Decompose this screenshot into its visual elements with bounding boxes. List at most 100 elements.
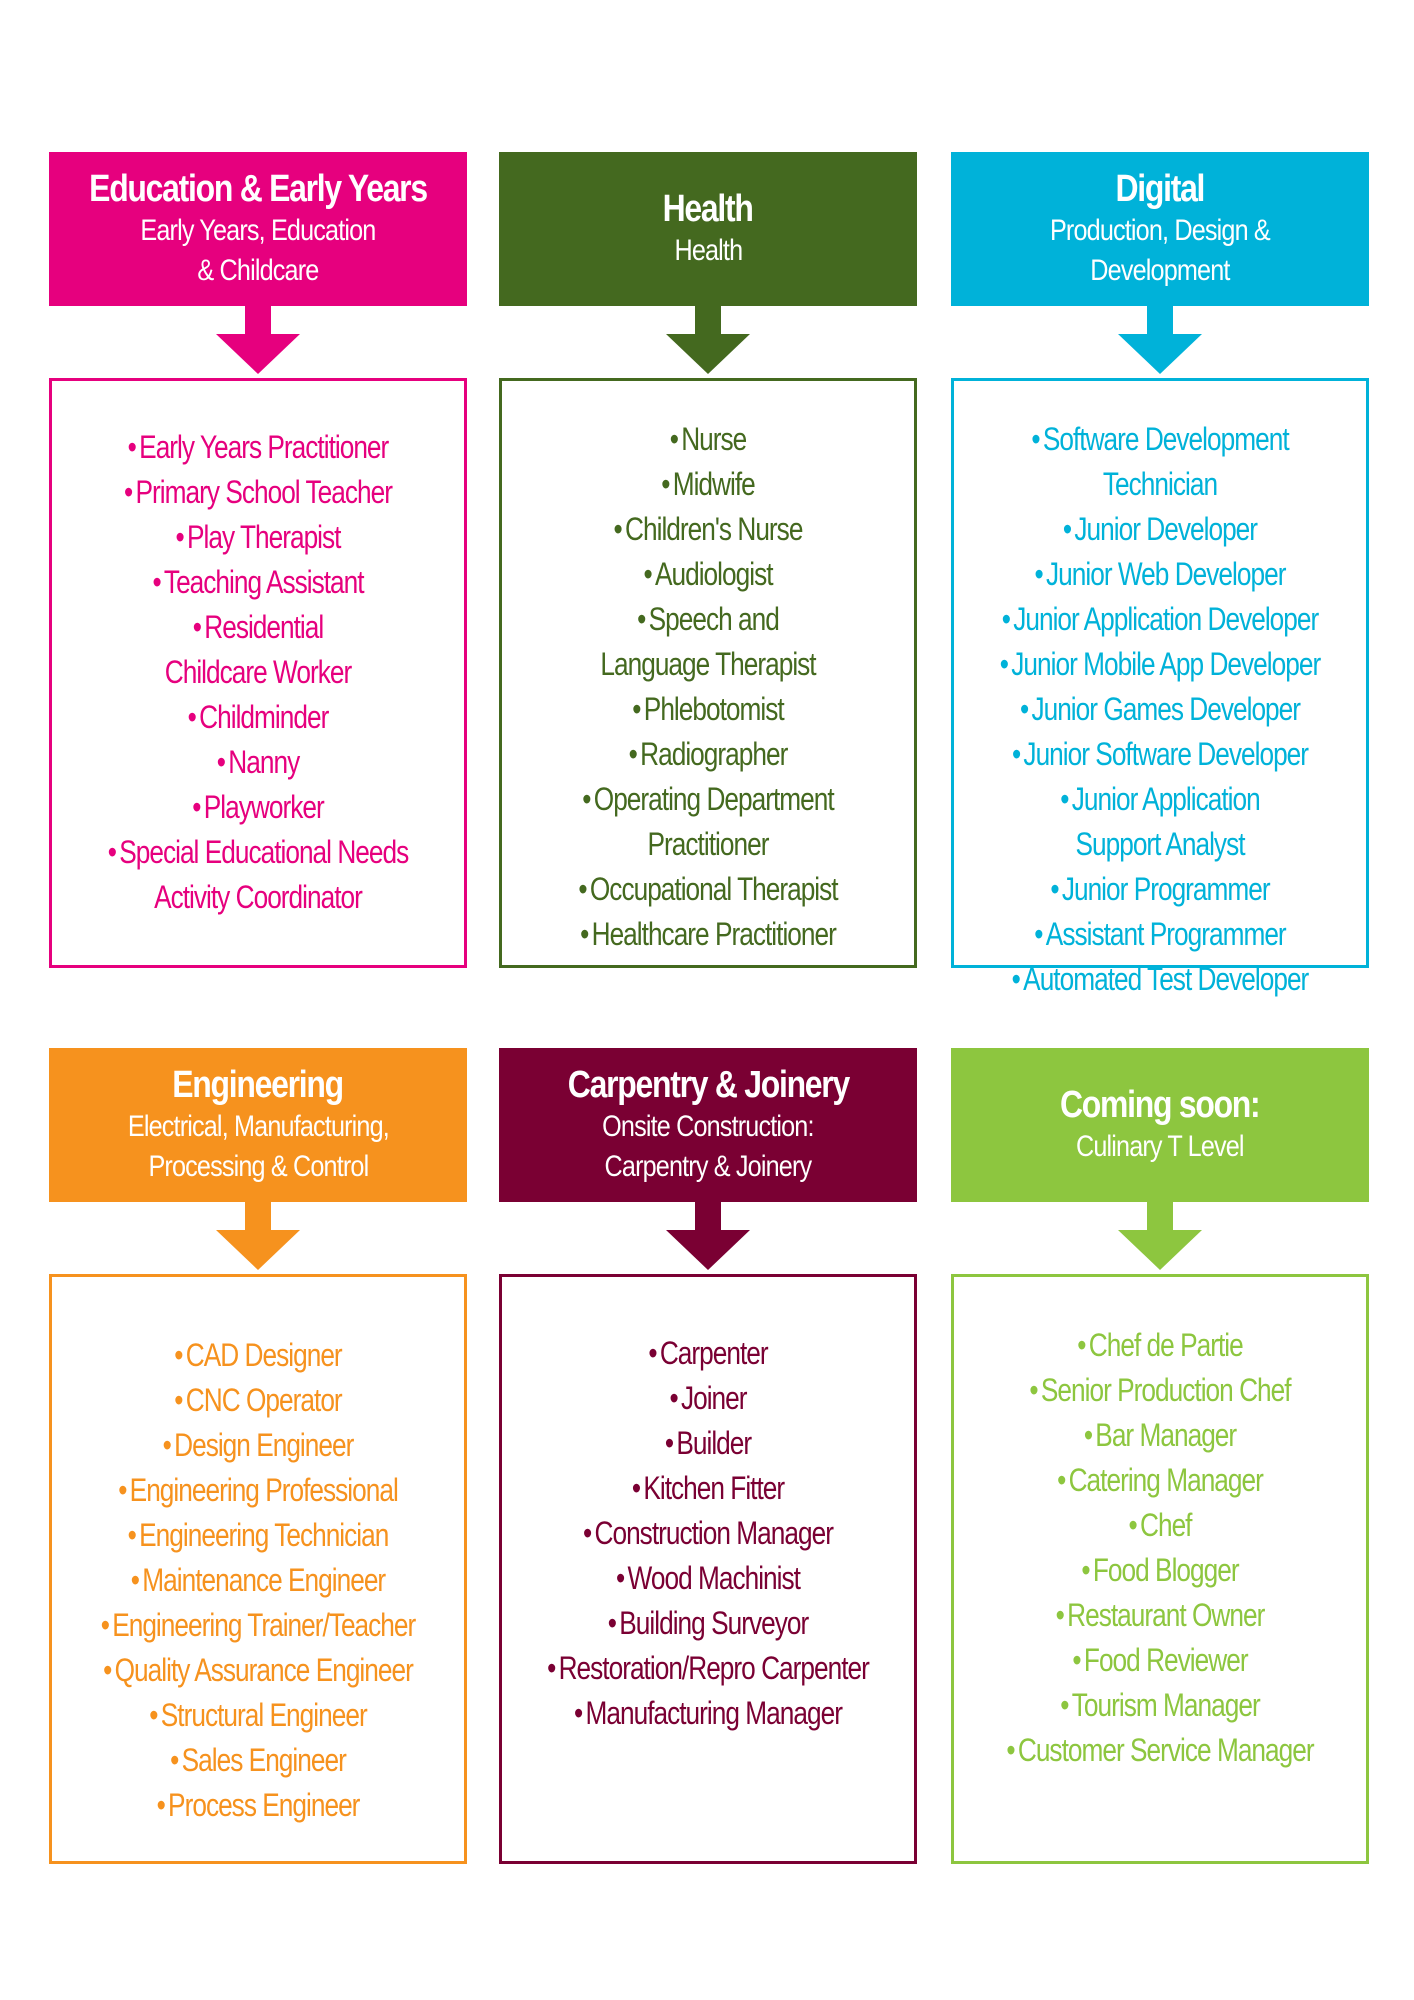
list-item: •Midwife — [539, 462, 877, 507]
list-item: •Chef de Partie — [991, 1323, 1329, 1368]
list-item: •Healthcare Practitioner — [539, 912, 877, 957]
bullet-icon: • — [1011, 736, 1021, 772]
list-item: •CNC Operator — [89, 1378, 427, 1423]
list-item: •Construction Manager — [539, 1511, 877, 1556]
bullet-icon: • — [669, 1380, 678, 1416]
arrow-shaft — [1147, 1202, 1173, 1232]
card-subtitle: Electrical, Manufacturing, Processing & … — [127, 1110, 389, 1183]
job-list: •Software Development Technician•Junior … — [954, 417, 1366, 1002]
list-item-label: Healthcare Practitioner — [591, 916, 837, 952]
list-item-label: Chef — [1139, 1507, 1192, 1543]
list-item-label: Residential Childcare Worker — [164, 609, 352, 690]
list-item: •CAD Designer — [89, 1333, 427, 1378]
list-item-label: Senior Production Chef — [1040, 1372, 1292, 1408]
list-item-label: Food Reviewer — [1083, 1642, 1249, 1678]
card-subtitle: Culinary T Level — [1076, 1130, 1245, 1163]
list-item-label: Assistant Programmer — [1045, 916, 1287, 952]
list-item: •Audiologist — [539, 552, 877, 597]
list-item-label: Customer Service Manager — [1017, 1732, 1315, 1768]
list-item-label: Engineering Technician — [139, 1517, 389, 1553]
list-item-label: Software Development Technician — [1042, 421, 1290, 502]
list-item: •Nanny — [89, 740, 427, 785]
bullet-icon: • — [152, 564, 161, 600]
bullet-icon: • — [643, 556, 652, 592]
bullet-icon: • — [574, 1695, 583, 1731]
list-item-label: Chef de Partie — [1088, 1327, 1244, 1363]
bullet-icon: • — [118, 1472, 127, 1508]
bullet-icon: • — [1034, 916, 1043, 952]
list-item-label: Kitchen Fitter — [643, 1470, 785, 1506]
bullet-icon: • — [637, 601, 646, 637]
bullet-icon: • — [607, 1605, 617, 1641]
bullet-icon: • — [127, 1517, 137, 1553]
arrow-head — [216, 334, 300, 374]
bullet-icon: • — [1062, 511, 1072, 547]
list-item-label: Maintenance Engineer — [142, 1562, 386, 1598]
down-arrow-icon — [666, 1202, 750, 1270]
card-title: Education & Early Years — [89, 168, 428, 210]
list-item: •Software Development Technician — [991, 417, 1329, 507]
list-item-label: Early Years Practitioner — [139, 429, 389, 465]
bullet-icon: • — [187, 699, 197, 735]
bullet-icon: • — [192, 609, 202, 645]
card-list-box-engineering: •CAD Designer•CNC Operator•Design Engine… — [49, 1274, 467, 1864]
list-item: •Maintenance Engineer — [89, 1558, 427, 1603]
list-item-label: Junior Application Developer — [1013, 601, 1319, 637]
list-item: •Catering Manager — [991, 1458, 1329, 1503]
card-list-box-carpentry: •Carpenter•Joiner•Builder•Kitchen Fitter… — [499, 1274, 917, 1864]
bullet-icon: • — [156, 1787, 166, 1823]
bullet-icon: • — [1001, 601, 1011, 637]
card-title: Digital — [1115, 168, 1206, 210]
list-item: •Engineering Trainer/Teacher — [89, 1603, 427, 1648]
bullet-icon: • — [1060, 1687, 1069, 1723]
arrow-head — [666, 1230, 750, 1270]
bullet-icon: • — [124, 474, 133, 510]
list-item-label: Process Engineer — [168, 1787, 360, 1823]
list-item: •Process Engineer — [89, 1783, 427, 1828]
list-item-label: CNC Operator — [185, 1382, 343, 1418]
bullet-icon: • — [669, 421, 679, 457]
list-item: •Food Reviewer — [991, 1638, 1329, 1683]
list-item: •Junior Games Developer — [991, 687, 1329, 732]
list-item-label: Occupational Therapist — [589, 871, 839, 907]
list-item: •Joiner — [539, 1376, 877, 1421]
list-item: •Sales Engineer — [89, 1738, 427, 1783]
list-item-label: Junior Developer — [1074, 511, 1258, 547]
list-item: •Chef — [991, 1503, 1329, 1548]
list-item: •Occupational Therapist — [539, 867, 877, 912]
list-item-label: Quality Assurance Engineer — [114, 1652, 414, 1688]
arrow-shaft — [1147, 306, 1173, 336]
list-item-label: Special Educational Needs Activity Coord… — [119, 834, 409, 915]
job-list: •Early Years Practitioner•Primary School… — [52, 425, 464, 920]
list-item: •Manufacturing Manager — [539, 1691, 877, 1736]
bullet-icon: • — [664, 1425, 674, 1461]
list-item-label: Restaurant Owner — [1067, 1597, 1265, 1633]
list-item: •Bar Manager — [991, 1413, 1329, 1458]
bullet-icon: • — [578, 871, 587, 907]
card-title: Carpentry & Joinery — [567, 1064, 849, 1106]
list-item: •Engineering Professional — [89, 1468, 427, 1513]
list-item: •Automated Test Developer — [991, 957, 1329, 1002]
list-item-label: Tourism Manager — [1071, 1687, 1261, 1723]
list-item-label: Restoration/Repro Carpenter — [558, 1650, 870, 1686]
list-item: •Builder — [539, 1421, 877, 1466]
bullet-icon: • — [628, 736, 638, 772]
job-list: •Nurse•Midwife•Children's Nurse•Audiolog… — [502, 417, 914, 957]
list-item-label: Junior Programmer — [1061, 871, 1271, 907]
list-item-label: Childminder — [199, 699, 329, 735]
list-item: •Wood Machinist — [539, 1556, 877, 1601]
list-item: •Junior Application Support Analyst — [991, 777, 1329, 867]
list-item: •Junior Software Developer — [991, 732, 1329, 777]
list-item: •Engineering Technician — [89, 1513, 427, 1558]
list-item-label: Automated Test Developer — [1023, 961, 1309, 997]
bullet-icon: • — [1057, 1462, 1066, 1498]
bullet-icon: • — [648, 1335, 657, 1371]
bullet-icon: • — [1055, 1597, 1065, 1633]
card-subtitle: Early Years, Education & Childcare — [140, 214, 376, 287]
list-item-label: Audiologist — [654, 556, 774, 592]
list-item: •Restoration/Repro Carpenter — [539, 1646, 877, 1691]
list-item-label: Structural Engineer — [160, 1697, 368, 1733]
list-item-label: Nanny — [228, 744, 300, 780]
job-list: •CAD Designer•CNC Operator•Design Engine… — [52, 1333, 464, 1828]
